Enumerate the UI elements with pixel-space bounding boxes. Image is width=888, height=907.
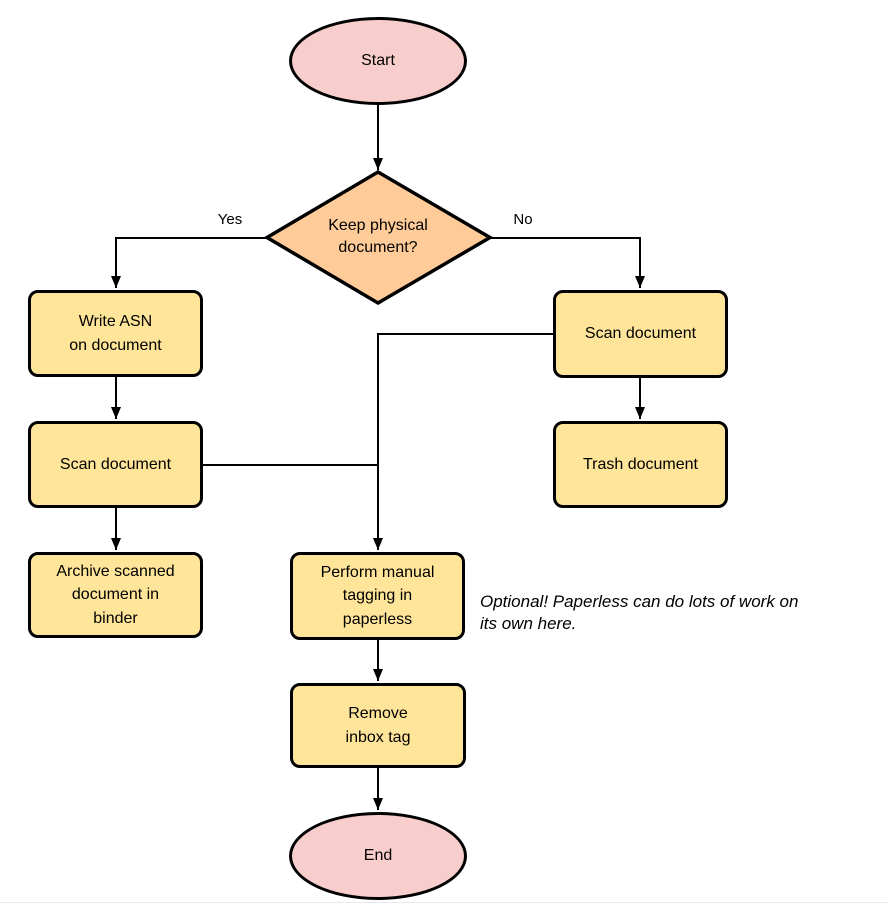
process-archive-document: Archive scanned document in binder (28, 552, 203, 638)
edge-label-no: No (513, 211, 533, 228)
connector-scan-right-to-tagging (373, 333, 553, 550)
process-manual-tagging: Perform manual tagging in paperless (290, 552, 465, 640)
process-write-asn: Write ASN on document (28, 290, 203, 377)
connector-decision-yes-to-write-asn (111, 237, 267, 288)
end-node: End (289, 812, 467, 900)
process-scan-document-left: Scan document (28, 421, 203, 508)
connector-decision-no-to-scan-right (490, 237, 645, 288)
process-trash-document: Trash document (553, 421, 728, 508)
process-scan-document-right: Scan document (553, 290, 728, 378)
start-node: Start (289, 17, 467, 105)
edge-label-yes: Yes (217, 211, 243, 228)
optional-annotation: Optional! Paperless can do lots of work … (480, 592, 799, 634)
process-remove-inbox-tag: Remove inbox tag (290, 683, 466, 768)
decision-diamond-shape (263, 169, 494, 306)
decision-node-label: Keep physical document? (328, 217, 428, 257)
page-bottom-edge (0, 902, 888, 903)
